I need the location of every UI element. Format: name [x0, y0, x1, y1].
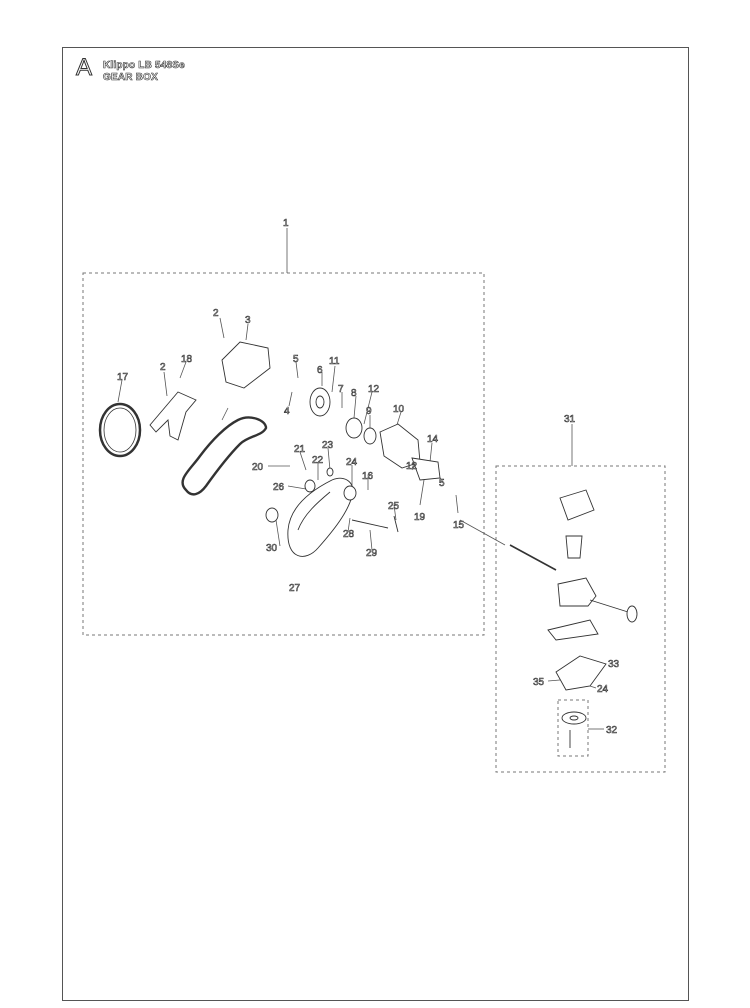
assembly-box-32 — [557, 699, 589, 757]
callout-33: 33 — [608, 659, 620, 670]
part-drawings — [98, 341, 638, 748]
callout-22-top: 22 — [312, 455, 324, 466]
section-title: GEAR BOX — [103, 72, 158, 84]
callout-12-top: 12 — [368, 384, 380, 395]
callout-24-left: 24 — [346, 457, 358, 468]
callout-3: 3 — [245, 315, 251, 326]
model-name: Klippo LB 548Se — [103, 60, 185, 72]
callout-9: 9 — [366, 406, 372, 417]
part-31-spring — [565, 535, 583, 559]
part-27-belt-cover — [287, 477, 354, 557]
callout-26: 26 — [273, 482, 285, 493]
assembly-box-31 — [495, 465, 666, 773]
callout-6: 6 — [317, 365, 323, 376]
part-35-plate — [555, 655, 607, 691]
callout-14: 14 — [427, 434, 439, 445]
callout-20: 20 — [252, 462, 264, 473]
part-9-washer — [363, 427, 377, 445]
callout-2-top: 2 — [213, 308, 219, 319]
callout-1: 1 — [283, 218, 289, 229]
callout-2-left: 2 — [160, 362, 166, 373]
callout-18: 18 — [181, 354, 193, 365]
part-25-pin — [393, 515, 399, 533]
callout-25: 25 — [388, 501, 400, 512]
leader-lines — [117, 228, 604, 730]
part-31-top-plate — [559, 489, 595, 521]
part-31-shaft-end — [626, 605, 638, 623]
callout-17: 17 — [117, 372, 129, 383]
section-letter: A — [75, 54, 93, 81]
callout-28: 28 — [343, 529, 355, 540]
callout-31: 31 — [564, 414, 576, 425]
part-8-gear — [345, 417, 363, 439]
callout-21: 21 — [294, 444, 306, 455]
part-17-belt-ring — [98, 402, 142, 458]
part-3-cover — [221, 341, 271, 389]
page-frame — [62, 47, 689, 1001]
callout-27: 27 — [289, 583, 301, 594]
part-14-bracket — [411, 457, 441, 481]
part-31-input-shaft — [509, 544, 557, 571]
callout-23: 23 — [322, 440, 334, 451]
part-31-shaft — [589, 599, 629, 613]
callout-29: 29 — [366, 548, 378, 559]
callout-labels: 1 2 3 2 18 17 5 4 6 11 7 8 12 9 10 14 12… — [117, 218, 620, 737]
callout-5-top: 5 — [293, 354, 299, 365]
callout-15: 15 — [453, 520, 465, 531]
callout-7: 7 — [338, 384, 344, 395]
callout-35: 35 — [533, 677, 545, 688]
callout-8: 8 — [351, 388, 357, 399]
callout-5-right: 5 — [439, 478, 445, 489]
callout-16: 16 — [362, 471, 374, 482]
part-13-belt — [181, 416, 268, 496]
assembly-box-1 — [82, 272, 485, 636]
part-31-blade — [547, 619, 599, 641]
part-22-gear — [343, 485, 357, 501]
callout-10: 10 — [393, 404, 405, 415]
part-26-pulley — [304, 479, 316, 493]
callout-4: 4 — [284, 406, 290, 417]
callout-32: 32 — [606, 725, 618, 736]
callout-12-bottom: 12 — [406, 461, 418, 472]
part-29-bolt — [351, 519, 389, 529]
part-18-bracket — [149, 391, 197, 441]
callout-30: 30 — [266, 543, 278, 554]
callout-11: 11 — [329, 356, 340, 367]
callout-24-right: 24 — [597, 684, 609, 695]
part-30-pulley — [265, 507, 279, 523]
part-31-gear-case — [557, 577, 597, 607]
part-23-washer — [326, 467, 334, 477]
callout-19-right: 19 — [414, 512, 426, 523]
